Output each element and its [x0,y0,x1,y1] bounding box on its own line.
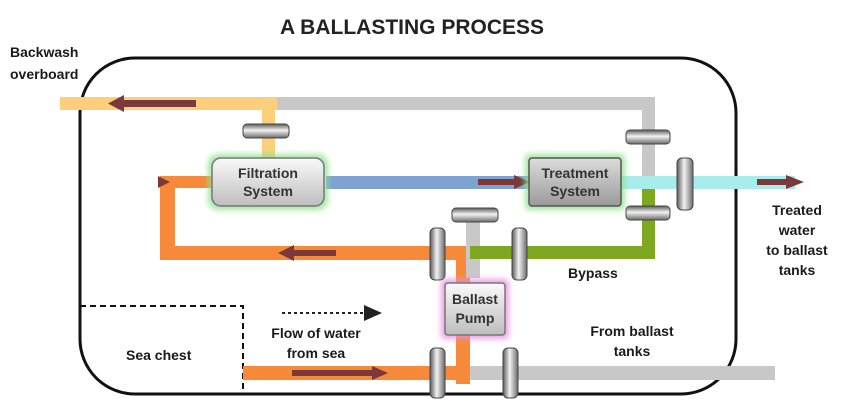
backwash-label-line1: Backwash [10,44,78,60]
backwash-arrow [108,95,196,112]
flow-label-line2: from sea [287,345,346,361]
diagram-title: A BALLASTING PROCESS [280,16,544,39]
raw-water-entry-pipe [160,176,212,188]
filtered-water-arrow [478,175,530,189]
from-ballast-label-line2: tanks [614,343,651,359]
ballast-pump: Ballast Pump [441,279,509,339]
treatment-label-line2: System [550,183,600,199]
treated-outlet-valve [676,157,694,211]
backwash-label-line2: overboard [10,66,78,82]
top-grey-valve [625,129,671,145]
pump-label-line2: Pump [456,310,495,326]
treated-label-line4: tanks [779,262,816,278]
bypass-label: Bypass [568,265,618,281]
flow-label-line1: Flow of water [271,325,361,341]
raw-water-valve [429,227,446,281]
filtration-system: Filtration System [208,154,328,210]
bypass-valve-upper [625,205,671,221]
filtration-label-line2: System [243,183,293,199]
bypass-bottom-pipe [470,246,655,259]
ballast-tank-return-pipe [470,366,775,380]
sea-inlet-valve [429,347,446,399]
top-grey-pipe [277,97,655,110]
raw-water-return-arrow [278,245,336,261]
filtration-label-line1: Filtration [238,165,298,181]
pump-top-valve [451,207,499,223]
treated-water-pipe [620,176,795,189]
treated-label-line1: Treated [772,202,822,218]
flow-legend-arrow [282,305,382,321]
treated-water-arrow [757,175,804,189]
backwash-valve [242,123,290,139]
treatment-system: Treatment System [525,154,625,210]
treated-label-line2: water [778,222,816,238]
sea-chest-outline [80,305,244,394]
raw-water-left-pipe [160,176,175,260]
treatment-label-line1: Treatment [542,165,609,181]
treated-label-line3: to ballast [766,242,828,258]
bypass-valve-lower [511,227,528,281]
pump-label-line1: Ballast [452,291,498,307]
sea-inlet-arrow [292,366,388,380]
sea-chest-label: Sea chest [126,347,192,363]
hull-outline [78,56,738,396]
from-ballast-label-line1: From ballast [590,323,674,339]
raw-water-entry-arrow [158,176,170,188]
ballast-return-valve [502,347,519,399]
